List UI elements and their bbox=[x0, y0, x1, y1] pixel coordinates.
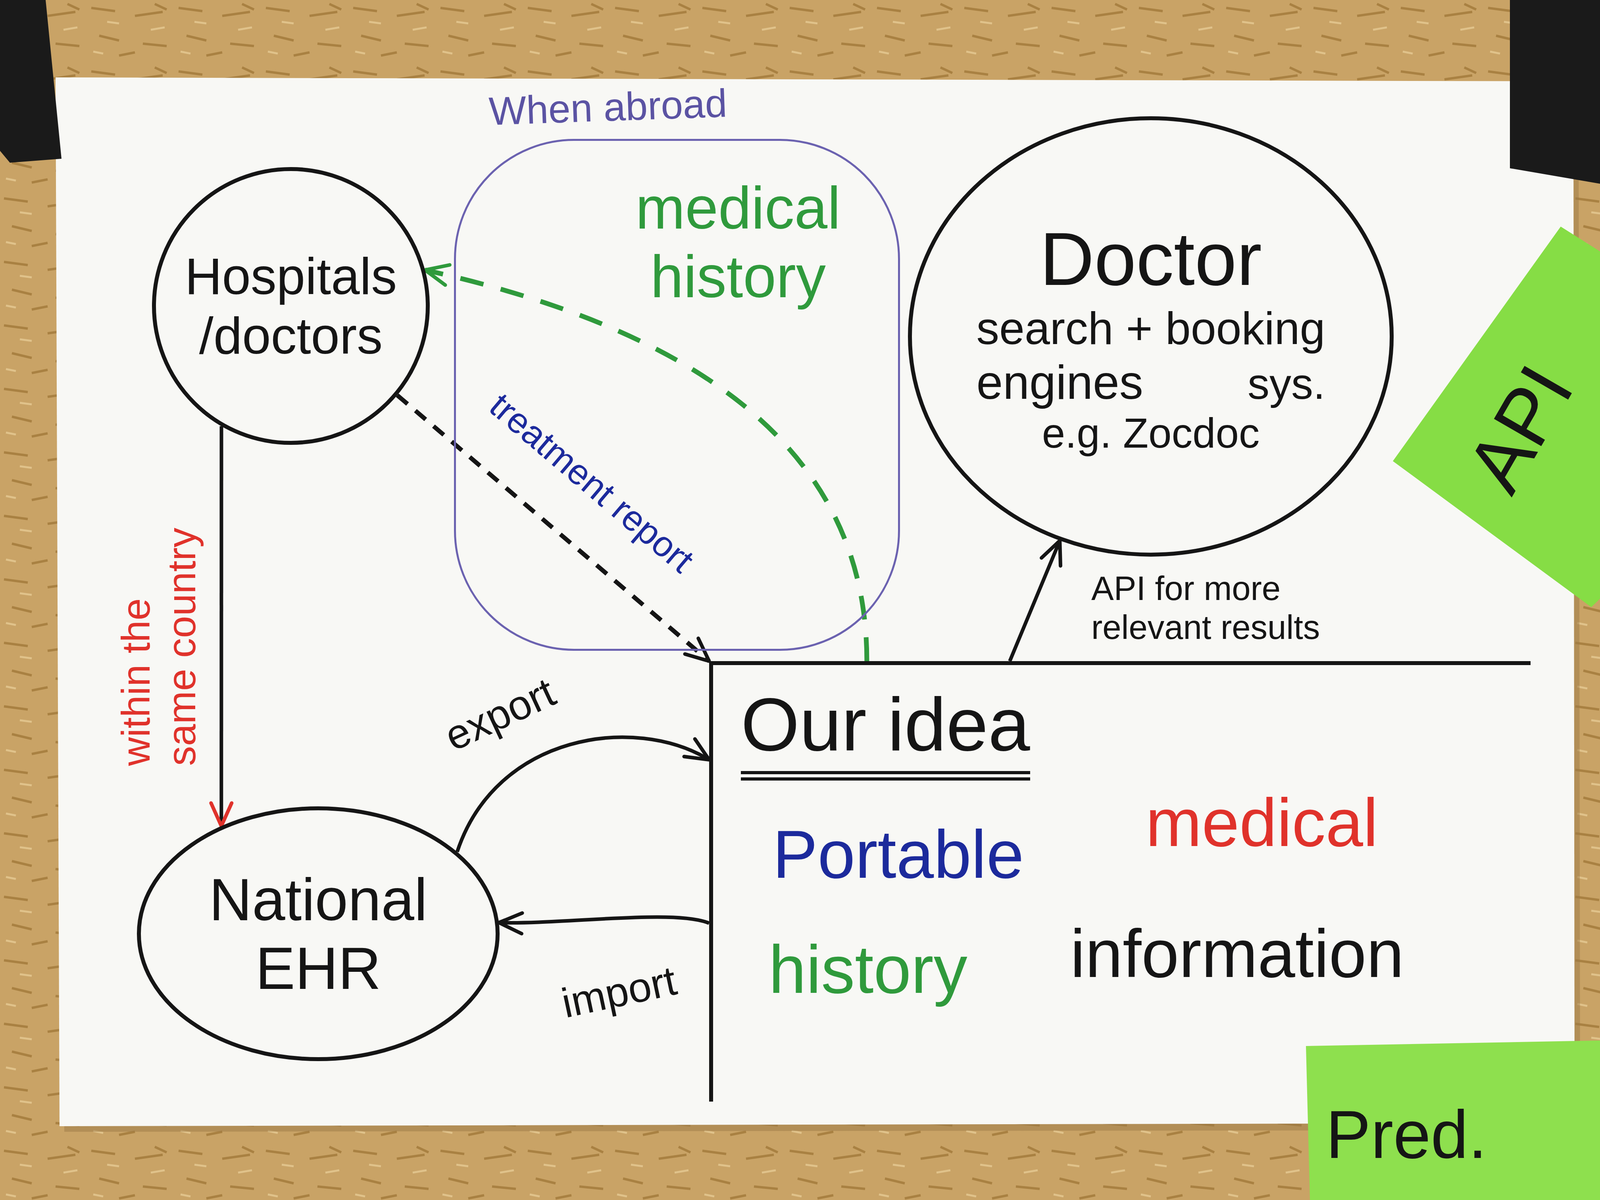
note-text: Pred. bbox=[1325, 1096, 1487, 1174]
text-row: /doctors bbox=[199, 305, 383, 366]
edge-label: medical history bbox=[630, 171, 847, 314]
idea-panel: Our ideaPortable medical history informatio… bbox=[709, 661, 1531, 1102]
sticky-note: Pred. bbox=[1305, 1040, 1600, 1200]
circle-outline bbox=[138, 808, 498, 1060]
text-row: Hospitals bbox=[184, 246, 398, 307]
node-text: engines bbox=[976, 354, 1143, 410]
note-fill bbox=[1392, 226, 1600, 608]
region-heading: When abroad bbox=[488, 80, 728, 135]
tape-strip bbox=[1509, 0, 1600, 184]
idea-text: history bbox=[768, 930, 968, 1009]
connector bbox=[498, 917, 710, 924]
sticky-note: API bbox=[1380, 222, 1600, 612]
text-row: National EHR bbox=[209, 865, 428, 1003]
node-text: search + booking bbox=[976, 302, 1325, 355]
node-text: Doctor bbox=[1039, 215, 1262, 303]
circle-outline bbox=[153, 169, 428, 443]
idea-text: information bbox=[1070, 915, 1404, 993]
edge-label: treatment report bbox=[475, 379, 708, 587]
edge-label: API for more relevant results bbox=[1085, 566, 1367, 650]
edge-label: export bbox=[431, 663, 569, 765]
node-text: Hospitals bbox=[184, 246, 398, 307]
text-row: e.g. Zocdoc bbox=[1042, 409, 1260, 458]
text-row: engines sys. bbox=[976, 354, 1325, 410]
node-text: e.g. Zocdoc bbox=[1042, 409, 1260, 458]
idea-text: medical bbox=[1145, 784, 1379, 862]
entity-circle: Doctorsearch + bookingengines sys.e.g. Zo… bbox=[907, 116, 1394, 557]
entity-circle: National EHR bbox=[136, 806, 500, 1062]
node-text: National EHR bbox=[209, 865, 428, 1003]
circle-outline bbox=[909, 118, 1392, 555]
text-stack: Doctorsearch + bookingengines sys.e.g. Zo… bbox=[976, 215, 1325, 458]
node-outline bbox=[151, 167, 430, 445]
idea-heading: Our idea bbox=[740, 680, 1031, 781]
text-stack: National EHR bbox=[209, 865, 428, 1003]
text-row: Doctor bbox=[1039, 215, 1262, 303]
region-border bbox=[455, 140, 900, 650]
note-fill bbox=[1305, 1040, 1600, 1200]
connector bbox=[425, 269, 867, 662]
connector bbox=[219, 426, 224, 827]
edge-label: within the same country bbox=[110, 498, 207, 772]
text-stack: Hospitals/doctors bbox=[184, 246, 398, 366]
connector bbox=[1009, 540, 1060, 662]
entity-circle: Hospitals/doctors bbox=[151, 167, 430, 445]
paper-sheet bbox=[55, 77, 1575, 1127]
tape-strip bbox=[0, 0, 62, 163]
connector bbox=[457, 737, 710, 852]
idea-text: Portable bbox=[772, 815, 1024, 894]
text-row: search + booking bbox=[976, 302, 1325, 355]
node-text: sys. bbox=[1247, 358, 1326, 410]
node-outline bbox=[136, 806, 500, 1062]
edge-label: import bbox=[551, 953, 687, 1031]
node-text: /doctors bbox=[199, 305, 383, 366]
